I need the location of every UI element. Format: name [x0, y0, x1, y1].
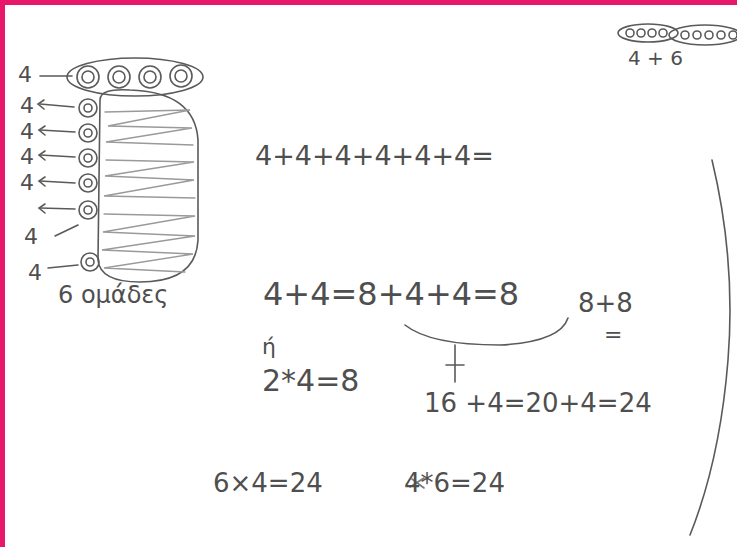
count-label: 4 [20, 95, 34, 117]
count-label: 4 [20, 121, 34, 143]
note-sum: 4 + 6 [628, 48, 683, 68]
count-label: 4 [20, 146, 34, 168]
addition-step: 8+8 [578, 290, 633, 316]
multiplication: 2*4=8 [262, 366, 359, 396]
addition-steps: 4+4=8+4+4=8 [263, 278, 519, 310]
count-label: 4 [24, 226, 38, 248]
repeated-addition: 4+4+4+4+4+4= [255, 142, 494, 169]
group-count: 6 ομάδες [58, 283, 168, 307]
count-label: 4 [20, 172, 34, 194]
equals-sign: = [604, 324, 622, 346]
count-label: 4 [18, 64, 32, 86]
multiplication: 4*6=24 [404, 470, 505, 496]
count-label: 4 [28, 262, 42, 284]
or-word: ή [262, 336, 276, 358]
addition-steps: 16 +4=20+4=24 [424, 390, 652, 416]
multiplication: 6×4=24 [213, 470, 323, 496]
